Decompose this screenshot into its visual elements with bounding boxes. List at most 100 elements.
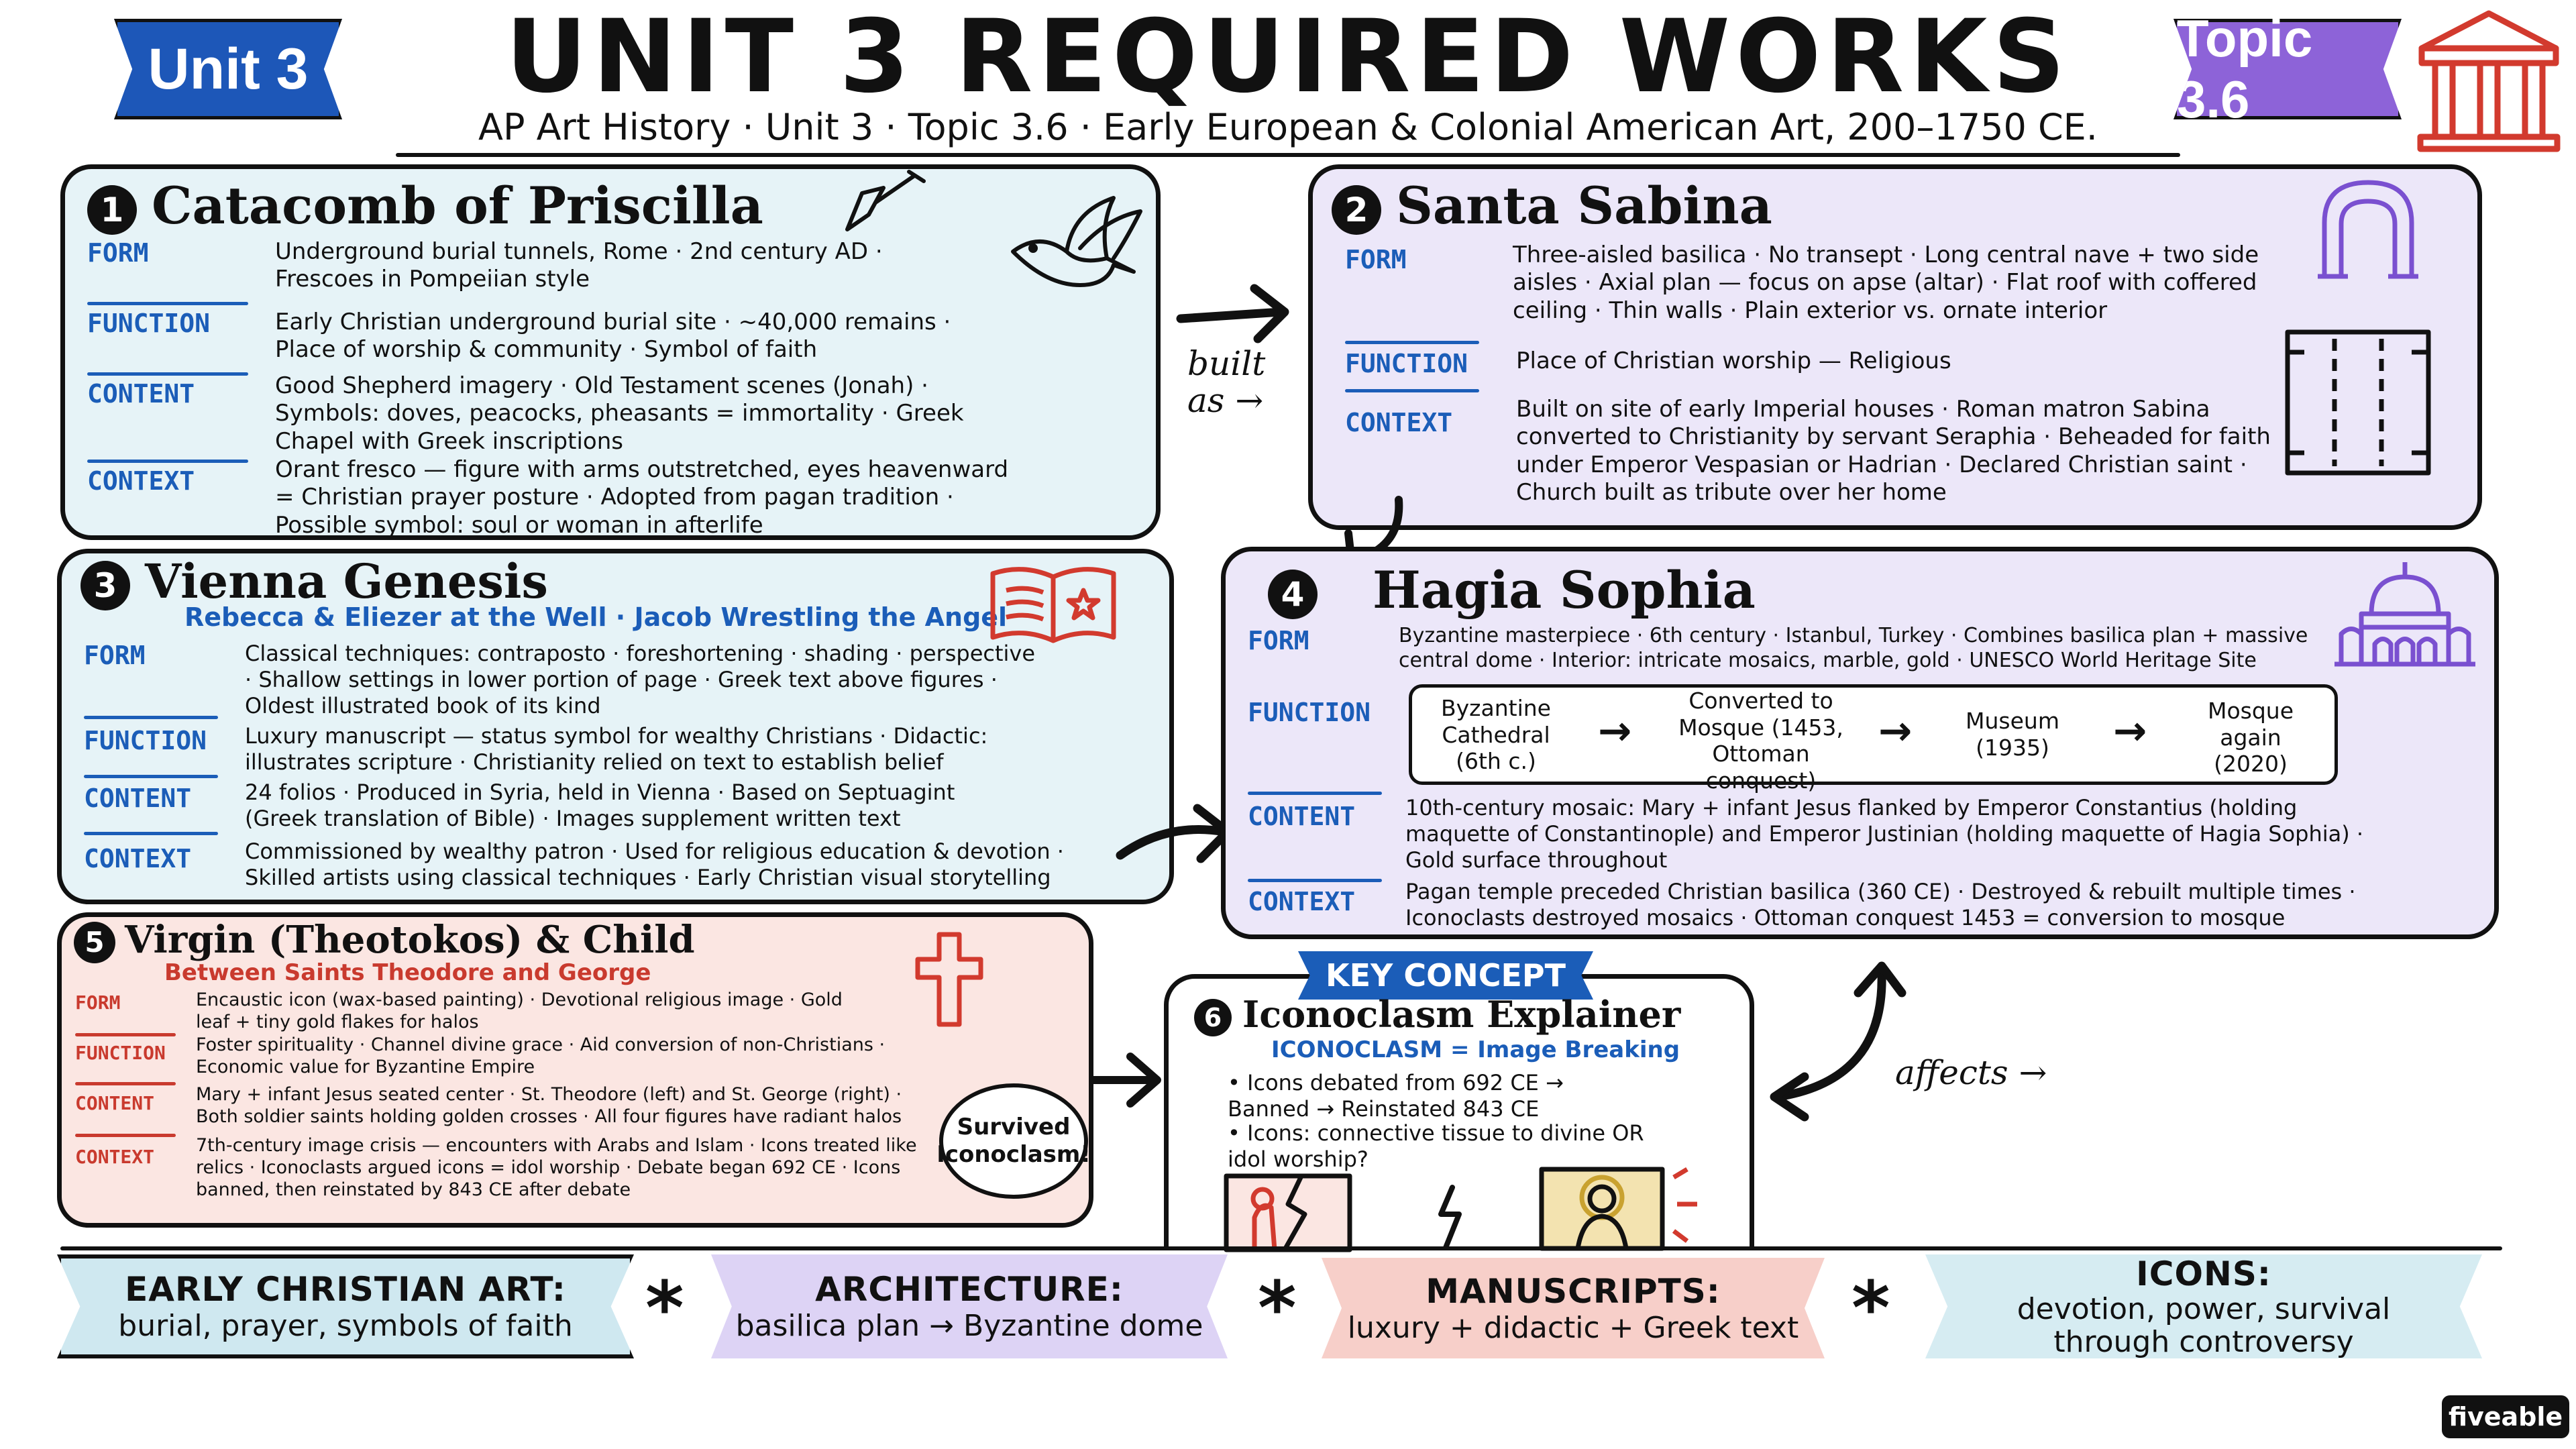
row-text-function: Place of Christian worship — Religious (1516, 347, 1951, 374)
banner-subtitle: luxury + didactic + Greek text (1347, 1310, 1799, 1345)
panel-title-iconoclasm: 6 Iconoclasm Explainer (1194, 993, 1680, 1036)
topic-badge: Topic 3.6 (2174, 19, 2402, 119)
page-subtitle: AP Art History · Unit 3 · Topic 3.6 · Ea… (478, 106, 2098, 148)
work-title: Catacomb of Priscilla (152, 176, 763, 235)
label-divider (75, 1082, 176, 1085)
affects-note: affects → (1895, 1053, 2047, 1092)
banner-title: MANUSCRIPTS: (1426, 1271, 1721, 1311)
work-number: 4 (1268, 570, 1318, 619)
label-divider (1345, 389, 1479, 392)
book-icon (990, 567, 1116, 643)
summary-banner-manuscripts: MANUSCRIPTS: luxury + didactic + Greek t… (1322, 1258, 1825, 1358)
work-number: 5 (74, 922, 115, 964)
broken-icon-icon (1224, 1173, 1352, 1252)
cross-icon (915, 932, 983, 1027)
summary-banner-icons: ICONS: devotion, power, survival through… (1925, 1254, 2482, 1358)
panel-title-catacomb: 1 Catacomb of Priscilla (87, 176, 763, 235)
panel-subtitle: Between Saints Theodore and George (164, 959, 651, 986)
summary-banner-architecture: ARCHITECTURE: basilica plan → Byzantine … (711, 1254, 1228, 1358)
floor-plan-icon (2285, 329, 2431, 476)
label-function: FUNCTION (1248, 698, 1371, 727)
label-context: CONTEXT (75, 1146, 155, 1168)
dove-icon (1011, 196, 1142, 287)
row-text-function: Luxury manuscript — status symbol for we… (245, 723, 988, 775)
label-content: CONTENT (87, 379, 195, 409)
banner-subtitle: devotion, power, survival through contro… (2017, 1292, 2391, 1359)
key-concept-tag: KEY CONCEPT (1298, 951, 1593, 1000)
row-text-context: Built on site of early Imperial houses ·… (1516, 396, 2271, 506)
row-text-context: 7th-century image crisis — encounters wi… (196, 1135, 917, 1200)
row-text-form: Underground burial tunnels, Rome · 2nd c… (275, 238, 883, 293)
arch-icon (2318, 180, 2418, 279)
arrow-right-icon (1089, 1053, 1161, 1108)
label-divider (87, 302, 248, 305)
label-divider (75, 1134, 176, 1137)
work-number: 3 (80, 561, 130, 610)
work-number: 1 (87, 185, 137, 235)
label-divider (87, 372, 248, 376)
row-text-content: Good Shepherd imagery · Old Testament sc… (275, 372, 964, 455)
row-text-function: Foster spirituality · Channel divine gra… (196, 1034, 885, 1077)
fiveable-logo: fiveable (2442, 1395, 2569, 1438)
arrow-right-icon (1176, 284, 1289, 343)
row-text-form: Byzantine masterpiece · 6th century · Is… (1399, 624, 2308, 672)
label-content: CONTENT (75, 1092, 155, 1114)
row-text-form: Classical techniques: contraposto · fore… (245, 641, 1036, 719)
banner-subtitle: burial, prayer, symbols of faith (118, 1309, 573, 1343)
work-title: Iconoclasm Explainer (1242, 993, 1681, 1036)
work-number: 6 (1194, 998, 1232, 1036)
label-divider (1345, 341, 1479, 344)
panel-vienna-genesis (57, 549, 1174, 904)
work-number: 2 (1332, 185, 1381, 235)
timeline-arrow: → (2113, 708, 2147, 755)
summary-banner-early-christian: EARLY CHRISTIAN ART: burial, prayer, sym… (57, 1254, 634, 1358)
label-function: FUNCTION (84, 726, 207, 755)
timeline-step: Museum (1935) (1966, 708, 2059, 761)
label-context: CONTEXT (1345, 408, 1453, 437)
label-form: FORM (87, 238, 149, 268)
banner-subtitle: basilica plan → Byzantine dome (735, 1309, 1203, 1343)
lightning-icon (1438, 1185, 1462, 1250)
separator-star: * (1851, 1265, 1890, 1351)
timeline-step: Converted to Mosque (1453, Ottoman conqu… (1678, 688, 1843, 794)
bullet-item: • Icons debated from 692 CE → Banned → R… (1228, 1070, 1564, 1122)
row-text-form: Three-aisled basilica · No transept · Lo… (1513, 241, 2259, 324)
work-title: Santa Sabina (1396, 176, 1772, 235)
panel-subtitle: ICONOCLASM = Image Breaking (1271, 1036, 1680, 1063)
label-divider (84, 775, 218, 778)
label-divider (1248, 792, 1382, 795)
label-divider (87, 460, 248, 463)
panel-subtitle: Rebecca & Eliezer at the Well · Jacob Wr… (184, 602, 1008, 632)
work-title: Vienna Genesis (145, 553, 548, 609)
survived-iconoclasm-bubble: Survived Iconoclasm! (936, 1083, 1091, 1199)
row-text-context: Pagan temple preceded Christian basilica… (1405, 879, 2356, 931)
banner-title: ICONS: (2136, 1254, 2271, 1294)
label-function: FUNCTION (75, 1042, 166, 1064)
label-form: FORM (84, 641, 146, 670)
banner-title: ARCHITECTURE: (815, 1270, 1124, 1309)
work-title: Hagia Sophia (1373, 560, 1756, 620)
panel-title-santa-sabina: 2 Santa Sabina (1332, 176, 1772, 235)
hagia-timeline (1409, 684, 2338, 785)
label-divider (1248, 879, 1382, 882)
label-context: CONTEXT (84, 844, 192, 873)
banner-title: EARLY CHRISTIAN ART: (125, 1270, 566, 1309)
label-divider (84, 832, 218, 835)
row-text-context: Commissioned by wealthy patron · Used fo… (245, 839, 1064, 891)
label-form: FORM (1345, 245, 1407, 274)
unit-badge: Unit 3 (114, 19, 342, 119)
label-function: FUNCTION (87, 309, 211, 338)
panel-title-vienna-genesis: 3 Vienna Genesis (80, 553, 548, 610)
row-text-function: Early Christian underground burial site … (275, 309, 951, 364)
row-text-content: 10th-century mosaic: Mary + infant Jesus… (1405, 795, 2364, 873)
row-text-form: Encaustic icon (wax-based painting) · De… (196, 989, 843, 1032)
dome-building-icon (2334, 562, 2475, 667)
label-function: FUNCTION (1345, 349, 1468, 378)
timeline-arrow: → (1598, 708, 1632, 755)
label-form: FORM (1248, 626, 1309, 655)
label-divider (84, 716, 218, 719)
row-text-content: Mary + infant Jesus seated center · St. … (196, 1084, 902, 1127)
intact-icon-icon (1539, 1167, 1697, 1251)
label-content: CONTENT (1248, 802, 1356, 831)
